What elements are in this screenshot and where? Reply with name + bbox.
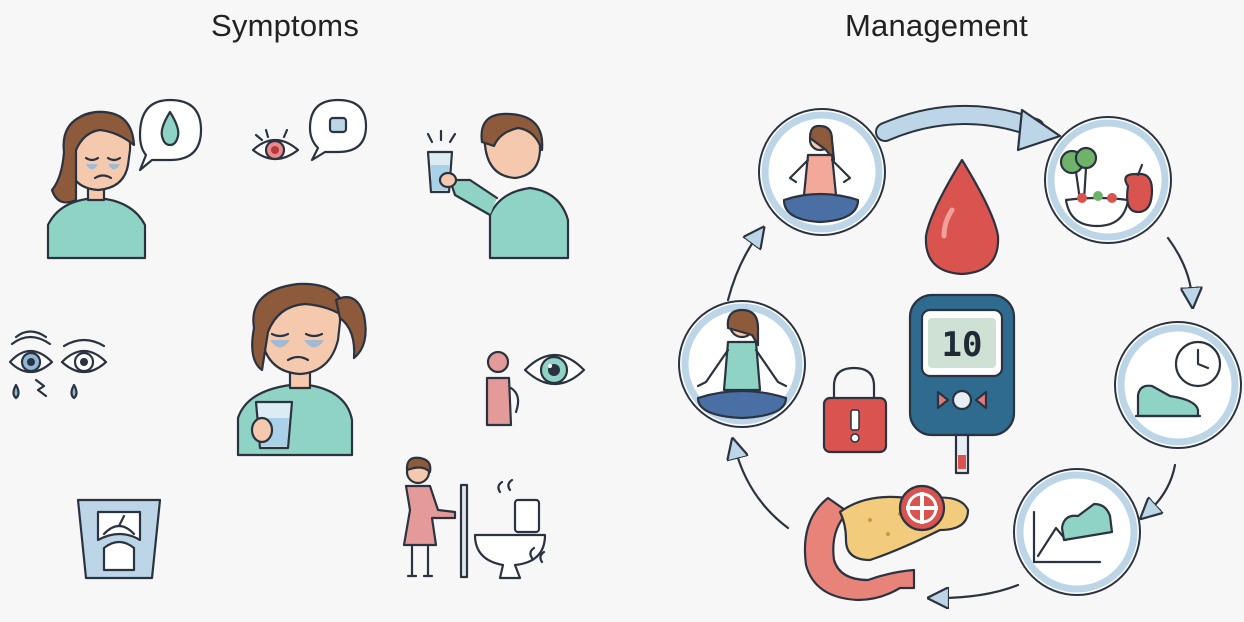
meditation-icon bbox=[758, 108, 886, 236]
yoga-icon bbox=[678, 300, 806, 428]
frequent-urination-icon bbox=[402, 456, 547, 580]
healthy-food-icon bbox=[1044, 116, 1172, 244]
vision-check-icon bbox=[485, 350, 586, 427]
symptoms-title: Symptoms bbox=[211, 8, 360, 43]
blurry-watery-eyes-icon bbox=[8, 330, 108, 400]
blood-drop-icon bbox=[924, 158, 1000, 276]
glucose-meter-icon bbox=[908, 293, 1016, 475]
lock-icon bbox=[822, 366, 888, 454]
pancreas-icon bbox=[803, 484, 970, 602]
red-eye-with-bubble-icon bbox=[251, 98, 368, 162]
tired-person-holding-glass-icon bbox=[236, 282, 367, 457]
crying-person-with-drop-icon bbox=[46, 98, 203, 260]
exercise-schedule-icon bbox=[1114, 321, 1242, 449]
activity-progress-icon bbox=[1013, 468, 1141, 596]
glucose-reading: 10 bbox=[942, 325, 983, 365]
cycle-arrows bbox=[728, 104, 1192, 598]
person-drinking-water-icon bbox=[426, 112, 570, 260]
management-title: Management bbox=[845, 8, 1028, 43]
weight-scale-icon bbox=[76, 498, 162, 580]
